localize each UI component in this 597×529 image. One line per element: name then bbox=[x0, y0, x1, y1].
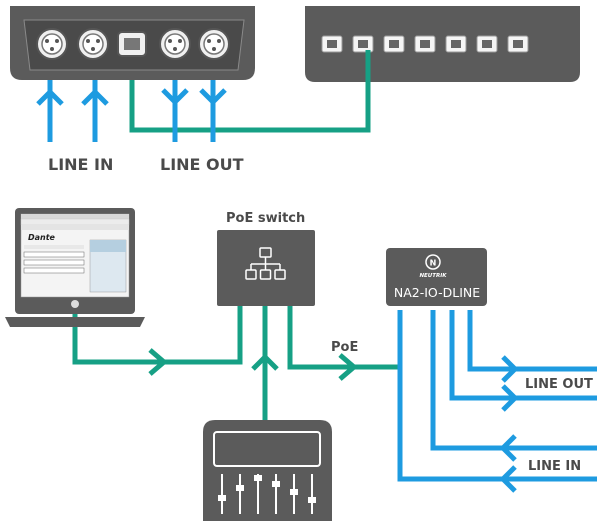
laptop-icon: Dante bbox=[5, 208, 145, 327]
arrow-up-icon bbox=[36, 88, 64, 106]
rj45-port-icon bbox=[476, 35, 498, 53]
arrow-right-icon bbox=[338, 353, 358, 381]
faders bbox=[218, 474, 316, 514]
arrow-down-icon bbox=[161, 88, 189, 106]
arrow-right-icon bbox=[501, 355, 519, 383]
neutrik-logo-icon bbox=[425, 254, 441, 270]
rj45-port-icon bbox=[321, 35, 343, 53]
arrow-left-icon bbox=[499, 434, 517, 462]
device-connector-stubs bbox=[396, 306, 474, 310]
neutrik-device: N NEUTRIK NA2-IO-DLINE bbox=[386, 248, 487, 306]
top-teal-cable bbox=[129, 55, 371, 133]
stagebox-housing bbox=[10, 6, 255, 80]
rj45-port-icon bbox=[383, 35, 405, 53]
fader-knob bbox=[254, 475, 262, 481]
fader-knob bbox=[290, 489, 298, 495]
rj45-port-icon bbox=[445, 35, 467, 53]
xlr-connector-icon bbox=[198, 28, 230, 60]
top-diagram: LINE IN LINE OUT bbox=[10, 6, 580, 174]
rj45-port-icon bbox=[117, 31, 147, 57]
arrow-up-icon bbox=[251, 353, 279, 371]
line-in-cable-b bbox=[397, 305, 597, 482]
laptop-app-title: Dante bbox=[28, 233, 56, 242]
fader-knob bbox=[308, 497, 316, 503]
rj45-port-icon bbox=[352, 35, 374, 53]
device-model: NA2-IO-DLINE bbox=[394, 285, 480, 300]
bottom-blue-cables bbox=[397, 305, 597, 493]
line-out-label: LINE OUT bbox=[160, 155, 244, 174]
arrow-up-icon bbox=[81, 88, 109, 106]
arrow-down-icon bbox=[199, 88, 227, 106]
bottom-line-in-label: LINE IN bbox=[528, 459, 581, 474]
network-switch-housing bbox=[305, 6, 580, 82]
arrow-left-icon bbox=[499, 465, 517, 493]
svg-text:N: N bbox=[430, 259, 437, 268]
poe-switch-box bbox=[217, 230, 315, 306]
device-brand: NEUTRIK bbox=[419, 273, 447, 279]
arrow-right-icon bbox=[501, 384, 519, 412]
xlr-connector-icon bbox=[77, 28, 109, 60]
xlr-connector-icon bbox=[36, 28, 68, 60]
fader-knob bbox=[218, 495, 226, 501]
poe-switch-label: PoE switch bbox=[226, 211, 305, 226]
line-in-cable-a bbox=[430, 305, 597, 451]
bottom-teal-cables bbox=[72, 302, 403, 425]
arrow-right-icon bbox=[148, 348, 168, 376]
poe-label: PoE bbox=[331, 340, 358, 355]
rj45-port-icon bbox=[507, 35, 529, 53]
mixing-console-icon bbox=[203, 420, 332, 521]
bottom-diagram: Dante PoE switch bbox=[5, 208, 597, 521]
bottom-line-out-label: LINE OUT bbox=[525, 377, 593, 392]
xlr-connector-icon bbox=[159, 28, 191, 60]
line-out-cable-b bbox=[449, 305, 597, 401]
network-topology-icon bbox=[245, 247, 286, 280]
fader-knob bbox=[236, 485, 244, 491]
laptop-cable bbox=[72, 305, 243, 365]
rj45-port-icon bbox=[414, 35, 436, 53]
line-in-label: LINE IN bbox=[48, 155, 113, 174]
line-out-cable-a bbox=[467, 305, 597, 372]
fader-knob bbox=[272, 481, 280, 487]
